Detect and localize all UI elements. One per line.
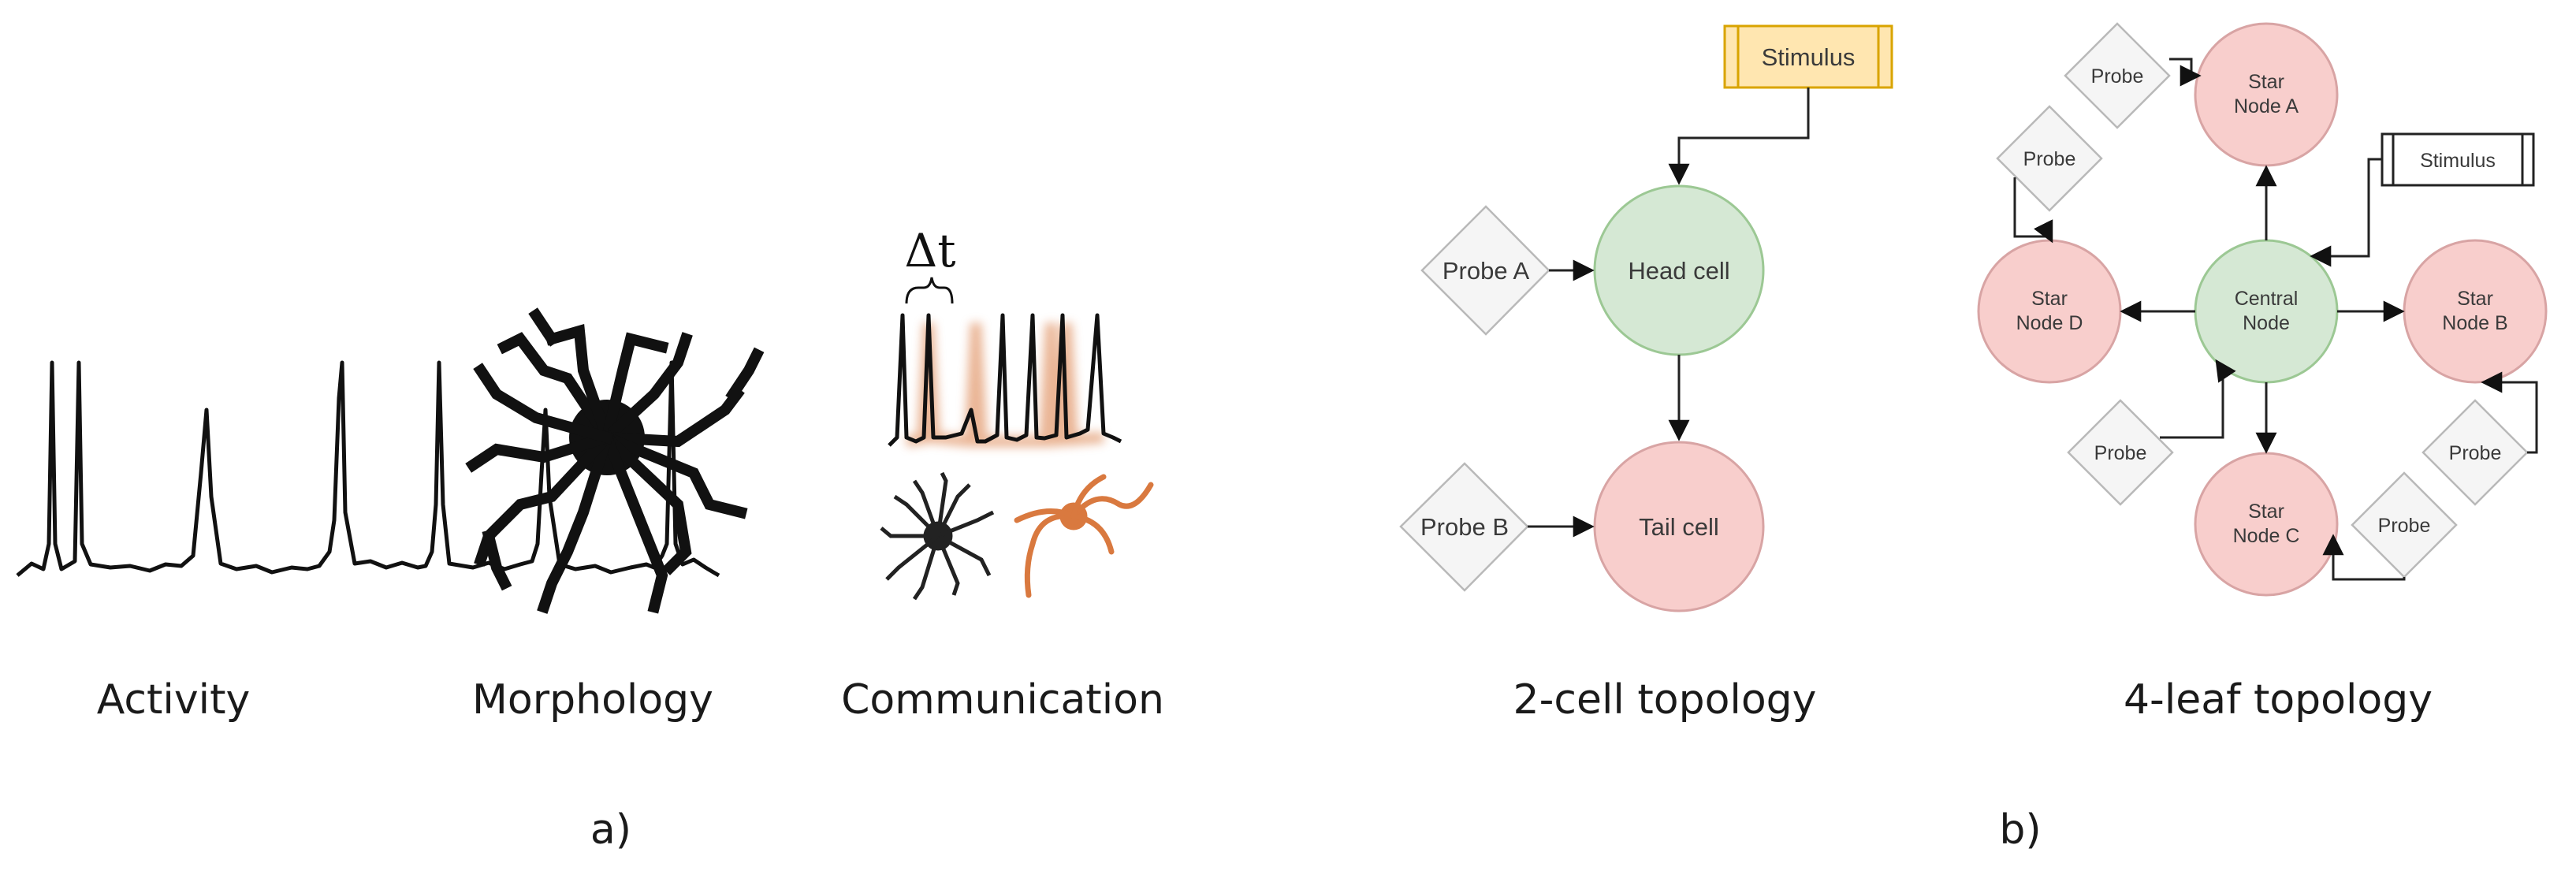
activity-caption: Activity [97, 676, 250, 724]
probe-to-d-arrow [2013, 177, 2053, 244]
probe-to-a-arrow [2169, 58, 2202, 87]
star-node-d [1977, 239, 2122, 384]
panel-a: Activity Morphology [16, 224, 1164, 854]
probe-a-label: Probe A [1442, 257, 1530, 285]
star-node-c-line2: Node C [2233, 525, 2300, 547]
four-leaf-stimulus-block: Stimulus [2381, 132, 2535, 187]
probe-to-central-arrow [2160, 359, 2236, 439]
morphology-caption: Morphology [472, 676, 713, 724]
probe-b-node [1399, 462, 1529, 592]
activity-spike-trace [16, 360, 720, 578]
star-node-b-line2: Node B [2442, 312, 2507, 334]
probe-a-node [1420, 205, 1550, 336]
star-node-b-line1: Star [2457, 288, 2493, 310]
star-node-a-line2: Node A [2234, 95, 2299, 117]
delta-t-label: Δt [904, 224, 955, 277]
source-cell-image [880, 471, 995, 601]
central-node-label-line1: Central [2235, 288, 2299, 310]
four-leaf-diagram: Central Node Star Node A Star Node B Sta… [1977, 22, 2548, 724]
head-cell-label: Head cell [1628, 257, 1729, 285]
two-cell-stimulus-label: Stimulus [1762, 43, 1856, 71]
morphology-cell-image [465, 307, 765, 614]
probe-node-b-label: Probe [2449, 442, 2502, 464]
probe-node-central-label: Probe [2094, 442, 2147, 464]
central-node-label-line2: Node [2243, 312, 2290, 334]
four-leaf-caption: 4-leaf topology [2124, 676, 2433, 724]
stimulus-to-central-arrow [2310, 158, 2382, 267]
star-node-a [2194, 22, 2339, 167]
communication-caption: Communication [841, 676, 1164, 724]
probe-node-d-label: Probe [2023, 148, 2076, 170]
star-node-c [2194, 452, 2339, 597]
tail-cell-label: Tail cell [1639, 513, 1719, 541]
source-spike-trace [888, 313, 1122, 447]
star-node-c-line1: Star [2248, 501, 2284, 523]
four-leaf-stimulus-label: Stimulus [2420, 150, 2496, 172]
probe-node-b [2422, 399, 2529, 506]
two-cell-caption: 2-cell topology [1513, 676, 1817, 724]
probe-node-a [2064, 22, 2171, 129]
star-node-d-line1: Star [2031, 288, 2068, 310]
tail-cell-node [1593, 441, 1765, 612]
probe-b-label: Probe B [1420, 513, 1509, 541]
probe-to-b-arrow [2481, 371, 2538, 454]
stimulus-to-head-arrow [1668, 87, 1810, 185]
two-cell-stimulus-block: Stimulus [1723, 24, 1893, 89]
probe-node-d [1996, 105, 2103, 212]
star-node-b [2403, 239, 2548, 384]
star-node-d-line2: Node D [2016, 312, 2083, 334]
probe-node-central [2067, 399, 2174, 506]
probe-node-c-label: Probe [2378, 515, 2431, 537]
probe-node-a-label: Probe [2091, 65, 2144, 87]
two-cell-diagram: Stimulus Head cell Probe A Tail cell Pro… [1399, 24, 1893, 724]
panel-a-label: a) [590, 806, 631, 854]
star-node-a-line1: Star [2248, 71, 2284, 93]
target-cell-image [1014, 474, 1154, 598]
communication-illustration: Δt [880, 224, 1154, 601]
probe-to-c-arrow [2322, 534, 2406, 581]
delta-t-brace [905, 277, 954, 304]
panel-b-label: b) [1999, 806, 2041, 854]
